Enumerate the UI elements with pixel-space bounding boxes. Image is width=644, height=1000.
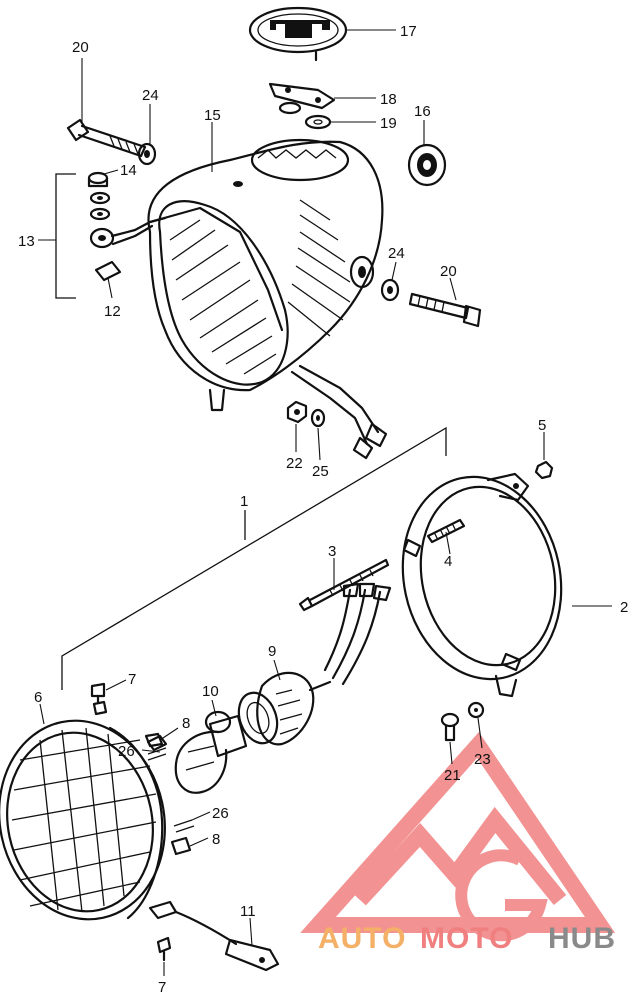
callout-2: 2 bbox=[620, 599, 628, 616]
callout-7-top: 7 bbox=[128, 671, 136, 688]
part-4-adjusting-screw bbox=[426, 518, 466, 544]
callout-6: 6 bbox=[34, 689, 42, 706]
callout-5: 5 bbox=[538, 417, 546, 434]
part-22-nut bbox=[286, 400, 308, 424]
callout-25: 25 bbox=[312, 463, 329, 480]
callout-11: 11 bbox=[240, 903, 256, 920]
part-1-assembly-bracket bbox=[61, 426, 447, 690]
part-18-plate bbox=[268, 82, 336, 115]
part-13-bolt-set bbox=[55, 171, 167, 299]
part-15-headlight-case bbox=[147, 138, 388, 460]
callout-3: 3 bbox=[328, 543, 336, 560]
part-11-ground-wire bbox=[174, 910, 280, 972]
part-16-grommet bbox=[407, 143, 447, 187]
callout-18: 18 bbox=[380, 91, 397, 108]
part-2-rim bbox=[401, 472, 563, 698]
callout-12: 12 bbox=[104, 303, 121, 320]
part-23-washer bbox=[467, 701, 485, 719]
callout-22: 22 bbox=[286, 455, 303, 472]
part-10-bulb bbox=[174, 710, 248, 794]
wordmark-moto: MOTO bbox=[420, 922, 513, 955]
callout-8-bottom: 8 bbox=[212, 831, 220, 848]
callout-20-left: 20 bbox=[72, 39, 89, 56]
callout-labels: 17 18 19 16 15 20 24 14 13 12 24 20 22 2… bbox=[18, 23, 628, 996]
part-21-screw bbox=[440, 712, 460, 742]
part-20-bolt-right bbox=[408, 292, 482, 328]
callout-1: 1 bbox=[240, 493, 248, 510]
svg-text:AUTO MOTO HUB: AUTO MOTO HUB bbox=[318, 922, 616, 955]
part-19-nut bbox=[304, 114, 332, 130]
part-26-spring-bottom bbox=[173, 819, 195, 833]
callout-14: 14 bbox=[120, 162, 137, 179]
part-7-screw-top bbox=[90, 682, 106, 704]
part-8-clip-top bbox=[144, 732, 164, 748]
callout-7-bottom: 7 bbox=[158, 979, 166, 996]
part-24-washer-left bbox=[137, 142, 157, 166]
wordmark-hub: HUB bbox=[548, 922, 616, 955]
callout-19: 19 bbox=[380, 115, 397, 132]
part-5-nut bbox=[534, 460, 554, 480]
part-25-washer bbox=[310, 408, 326, 428]
part-24-washer-right bbox=[380, 278, 400, 302]
callout-26-top: 26 bbox=[118, 743, 135, 760]
callout-16: 16 bbox=[414, 103, 431, 120]
part-6-lens-unit bbox=[0, 700, 178, 921]
callout-10: 10 bbox=[202, 683, 219, 700]
automotohub-logo bbox=[300, 731, 616, 942]
part-9-socket bbox=[237, 582, 392, 746]
leader-lines bbox=[38, 29, 612, 976]
automotohub-wordmark: AUTO MOTO HUB bbox=[318, 922, 616, 955]
part-8-clip-bottom bbox=[170, 836, 192, 856]
part-26-spring-top bbox=[147, 747, 167, 761]
callout-21: 21 bbox=[444, 767, 461, 784]
part-20-bolt-left bbox=[66, 118, 147, 158]
callout-20-right: 20 bbox=[440, 263, 457, 280]
wordmark-auto: AUTO bbox=[318, 922, 406, 955]
callout-9: 9 bbox=[268, 643, 276, 660]
part-7-screw-bottom bbox=[156, 936, 172, 962]
callout-24-right: 24 bbox=[388, 245, 405, 262]
callout-26-bottom: 26 bbox=[212, 805, 229, 822]
callout-15: 15 bbox=[204, 107, 221, 124]
callout-24-left: 24 bbox=[142, 87, 159, 104]
callout-23: 23 bbox=[474, 751, 491, 768]
callout-13: 13 bbox=[18, 233, 35, 250]
callout-8-top: 8 bbox=[182, 715, 190, 732]
callout-17: 17 bbox=[400, 23, 417, 40]
part-17-emblem bbox=[248, 6, 348, 62]
callout-4: 4 bbox=[444, 553, 452, 570]
